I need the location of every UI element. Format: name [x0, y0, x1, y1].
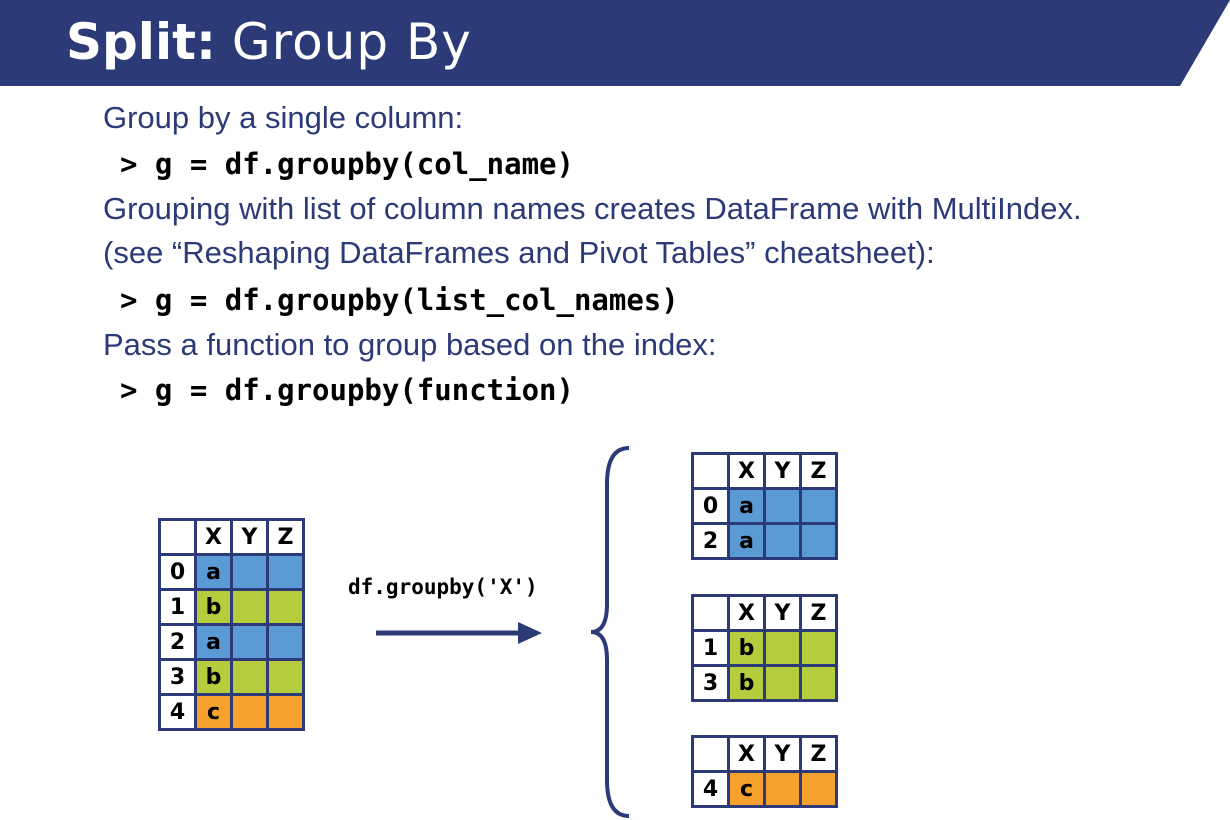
row-index: 3	[158, 658, 197, 696]
x-cell: a	[194, 553, 233, 591]
group-c-dataframe: X Y Z 4 c	[691, 735, 838, 808]
text-line-1: Group by a single column:	[103, 100, 464, 135]
z-cell	[266, 693, 305, 731]
row-index: 1	[691, 629, 730, 667]
y-cell	[230, 693, 269, 731]
column-header: Y	[763, 594, 802, 632]
title-banner: Split: Group By	[0, 0, 1230, 86]
column-header: Z	[799, 594, 838, 632]
column-header: Z	[799, 452, 838, 490]
row-index: 3	[691, 664, 730, 702]
z-cell	[799, 664, 838, 702]
x-cell: a	[727, 487, 766, 525]
y-cell	[763, 664, 802, 702]
group-b-dataframe: X Y Z 1 b 3 b	[691, 594, 838, 702]
text-line-3: (see “Reshaping DataFrames and Pivot Tab…	[103, 235, 935, 270]
title-bold: Split:	[66, 13, 216, 71]
x-cell: a	[727, 522, 766, 560]
x-cell: c	[727, 770, 766, 808]
source-dataframe: X Y Z 0 a 1 b 2 a 3 b 4 c	[158, 518, 305, 731]
header-row: X Y Z	[691, 452, 838, 490]
x-cell: c	[194, 693, 233, 731]
column-header: Z	[799, 735, 838, 773]
row-index: 1	[158, 588, 197, 626]
x-cell: b	[194, 658, 233, 696]
row-index: 4	[158, 693, 197, 731]
row-index: 2	[158, 623, 197, 661]
page-title: Split: Group By	[66, 10, 472, 74]
text-line-4: Pass a function to group based on the in…	[103, 327, 717, 362]
code-line-3: > g = df.groupby(function)	[120, 373, 574, 407]
group-a-dataframe: X Y Z 0 a 2 a	[691, 452, 838, 560]
column-header: X	[727, 594, 766, 632]
table-row: 2 a	[691, 522, 838, 560]
table-row: 0 a	[691, 487, 838, 525]
text-line-2: Grouping with list of column names creat…	[103, 191, 1082, 226]
table-row: 4 c	[691, 770, 838, 808]
corner-cell	[691, 452, 730, 490]
z-cell	[266, 658, 305, 696]
x-cell: b	[727, 629, 766, 667]
table-row: 3 b	[691, 664, 838, 702]
y-cell	[230, 588, 269, 626]
z-cell	[799, 522, 838, 560]
table-row: 4 c	[158, 693, 305, 731]
z-cell	[266, 588, 305, 626]
table-row: 1 b	[691, 629, 838, 667]
column-header: Z	[266, 518, 305, 556]
x-cell: b	[194, 588, 233, 626]
z-cell	[266, 553, 305, 591]
code-line-1: > g = df.groupby(col_name)	[120, 147, 574, 181]
y-cell	[763, 487, 802, 525]
z-cell	[799, 629, 838, 667]
corner-cell	[158, 518, 197, 556]
column-header: Y	[763, 735, 802, 773]
column-header: Y	[230, 518, 269, 556]
table-row: 0 a	[158, 553, 305, 591]
curly-brace-icon	[590, 446, 630, 818]
table-row: 2 a	[158, 623, 305, 661]
x-cell: a	[194, 623, 233, 661]
table-row: 1 b	[158, 588, 305, 626]
code-line-2: > g = df.groupby(list_col_names)	[120, 283, 679, 317]
column-header: X	[194, 518, 233, 556]
y-cell	[230, 658, 269, 696]
row-index: 0	[158, 553, 197, 591]
y-cell	[763, 770, 802, 808]
column-header: X	[727, 735, 766, 773]
z-cell	[799, 487, 838, 525]
corner-cell	[691, 594, 730, 632]
y-cell	[230, 553, 269, 591]
table-row: 3 b	[158, 658, 305, 696]
title-light: Group By	[231, 13, 472, 71]
y-cell	[230, 623, 269, 661]
y-cell	[763, 522, 802, 560]
z-cell	[799, 770, 838, 808]
corner-cell	[691, 735, 730, 773]
row-index: 2	[691, 522, 730, 560]
row-index: 0	[691, 487, 730, 525]
y-cell	[763, 629, 802, 667]
header-row: X Y Z	[158, 518, 305, 556]
column-header: Y	[763, 452, 802, 490]
banner-shape	[0, 0, 1230, 86]
groupby-operation-label: df.groupby('X')	[348, 575, 538, 599]
header-row: X Y Z	[691, 735, 838, 773]
z-cell	[266, 623, 305, 661]
row-index: 4	[691, 770, 730, 808]
arrow-right-icon	[376, 622, 542, 644]
column-header: X	[727, 452, 766, 490]
header-row: X Y Z	[691, 594, 838, 632]
x-cell: b	[727, 664, 766, 702]
